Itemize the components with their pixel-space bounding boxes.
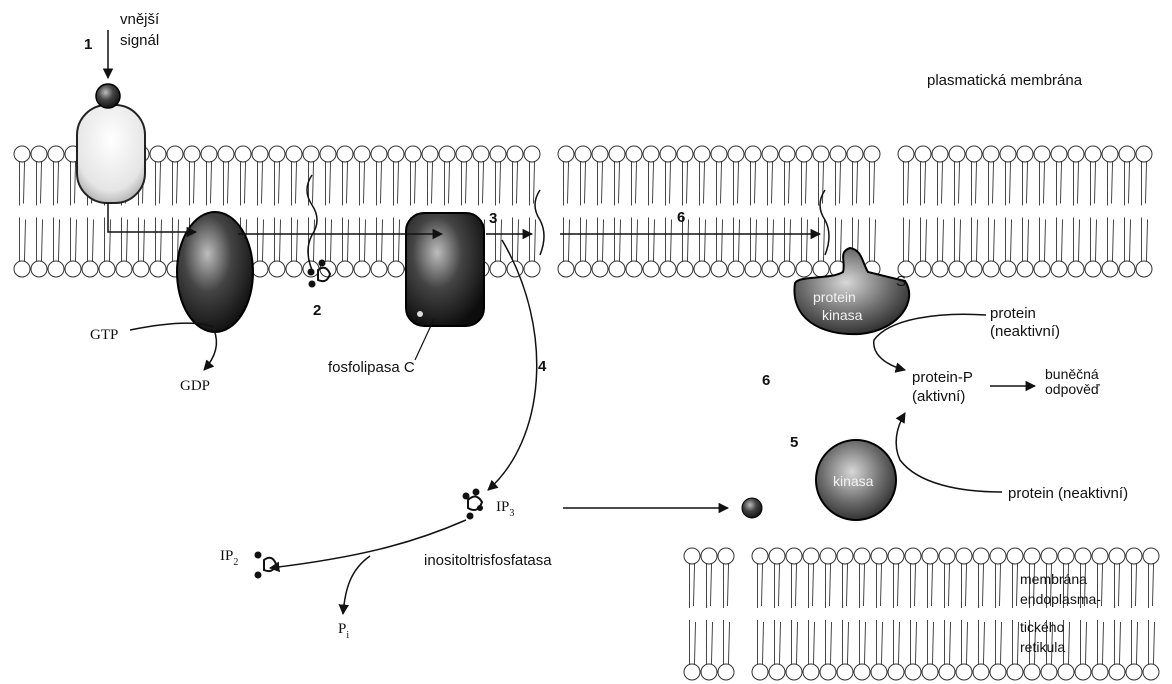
er-membrane xyxy=(684,548,1159,680)
er-label-1: membrána xyxy=(1020,571,1087,587)
plasma-membrane-label: plasmatická membrána xyxy=(927,72,1083,89)
receptor xyxy=(77,84,145,203)
step-2-label: 2 xyxy=(313,302,321,319)
g-protein xyxy=(177,212,253,332)
protein-inactive-2-label: protein (neaktivní) xyxy=(1008,485,1128,502)
ip2-label: IP2 xyxy=(220,548,238,568)
protein-kinase-label-2: kinasa xyxy=(822,307,863,323)
kinase-label: kinasa xyxy=(833,473,874,489)
ip3-label: IP3 xyxy=(496,499,514,519)
step-1-label: 1 xyxy=(84,36,92,53)
ip3-molecule xyxy=(463,489,484,520)
protein-inactive-label-1: protein xyxy=(990,305,1036,322)
step-6-label: 6 xyxy=(762,372,770,389)
signal-ligand xyxy=(96,84,120,108)
protein-p-label: protein-P xyxy=(912,369,973,386)
plc-spot xyxy=(417,311,423,317)
protein-active-label: (aktivní) xyxy=(912,388,965,405)
protein-inactive-label-2: (neaktivní) xyxy=(990,323,1060,340)
phosphatase-label: inositoltrisfosfatasa xyxy=(424,552,552,569)
gdp-arrow xyxy=(204,330,216,370)
response-label-2: odpověď xyxy=(1045,381,1100,397)
calcium-ion xyxy=(742,498,762,518)
er-label-4: retikula xyxy=(1020,639,1065,655)
step-5-label: 5 xyxy=(790,434,798,451)
protein-kinase-s-label: S xyxy=(896,273,906,290)
ip2-molecule xyxy=(255,552,277,579)
gtp-label: GTP xyxy=(90,327,118,343)
kinase-phosphorylation-arrow xyxy=(896,413,1002,492)
pi-label: Pi xyxy=(338,621,349,641)
lipid-tail-squiggle xyxy=(535,190,544,255)
protein-kinase-label-1: protein xyxy=(813,289,856,305)
er-label-3: tického xyxy=(1020,619,1065,635)
step-6-top-label: 6 xyxy=(677,209,685,226)
er-label-2: endoplasma- xyxy=(1020,591,1101,607)
phospholipase-c xyxy=(406,213,484,326)
step-4-label: 4 xyxy=(538,358,547,375)
phospholipase-label: fosfolipasa C xyxy=(328,359,415,376)
ip3-release-arrow xyxy=(488,240,537,490)
response-label-1: buněčná xyxy=(1045,366,1099,382)
gdp-label: GDP xyxy=(180,378,210,394)
signal-label-2: signál xyxy=(120,32,159,49)
step-3-label: 3 xyxy=(489,210,497,227)
signal-label-1: vnější xyxy=(120,11,160,28)
pi-release-arrow xyxy=(343,556,370,614)
